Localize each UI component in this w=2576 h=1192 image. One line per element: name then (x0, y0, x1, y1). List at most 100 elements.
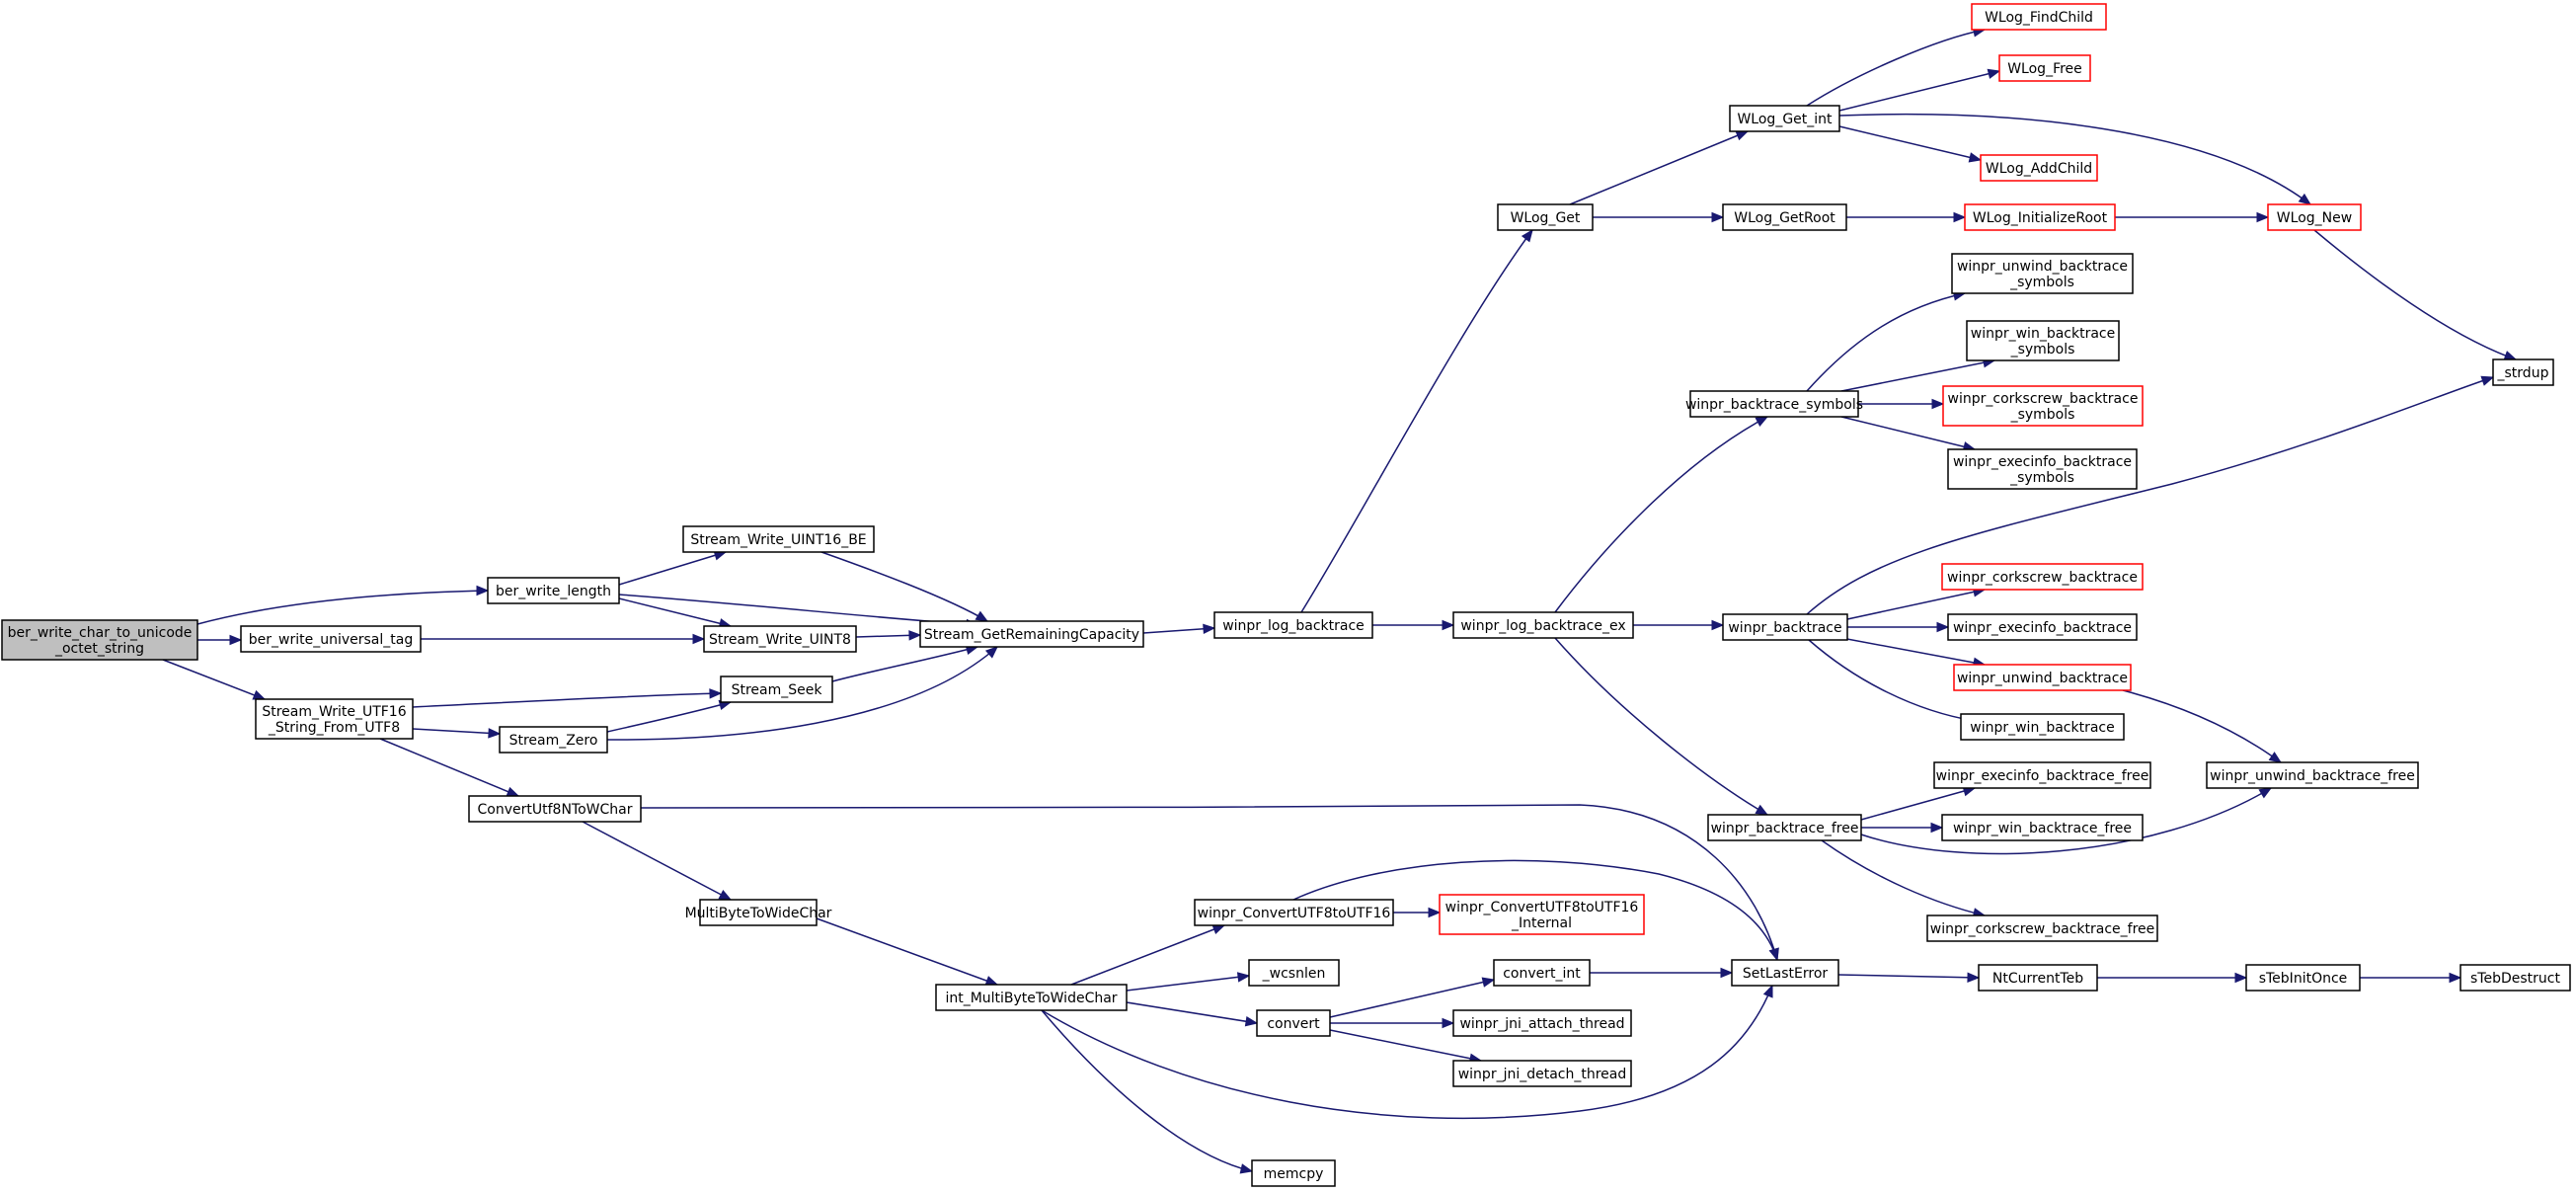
node-mb2wc[interactable]: MultiByteToWideChar (685, 899, 832, 926)
node-ntcurrentteb[interactable]: NtCurrentTeb (1978, 964, 2098, 992)
node-jni_detach[interactable]: winpr_jni_detach_thread (1452, 1060, 1632, 1087)
node-label: Stream_Seek (732, 682, 823, 698)
node-ber_write_length[interactable]: ber_write_length (487, 577, 620, 604)
node-wlb[interactable]: winpr_log_backtrace (1213, 611, 1373, 639)
node-convert[interactable]: convert (1256, 1009, 1331, 1037)
node-label: winpr_jni_detach_thread (1458, 1067, 1627, 1082)
node-label: convert (1267, 1016, 1320, 1032)
edge-ber_write_length-to-swuint8 (618, 597, 732, 627)
edge-ber_write_length-to-swuint16be (618, 551, 727, 586)
node-wcbs[interactable]: winpr_corkscrew_backtrace_symbols (1942, 385, 2144, 427)
node-wlog_get[interactable]: WLog_Get (1497, 203, 1594, 231)
node-label: _symbols (2010, 407, 2075, 423)
node-cu8[interactable]: ConvertUtf8NToWChar (468, 795, 642, 823)
node-box (1256, 1009, 1331, 1037)
node-sseek[interactable]: Stream_Seek (720, 675, 833, 703)
node-wlog_get_int[interactable]: WLog_Get_int (1729, 105, 1840, 132)
node-wcb[interactable]: winpr_corkscrew_backtrace (1941, 563, 2144, 591)
node-szero[interactable]: Stream_Zero (499, 726, 608, 754)
node-box (919, 620, 1144, 648)
node-wlog_initroot[interactable]: WLog_InitializeRoot (1964, 203, 2116, 231)
arrowhead-convert-to-convert_int (1481, 977, 1496, 988)
node-label: Stream_Zero (509, 733, 598, 749)
node-ber_write_universal_tag[interactable]: ber_write_universal_tag (240, 625, 422, 653)
node-convert_int[interactable]: convert_int (1493, 959, 1591, 987)
node-wlbex[interactable]: winpr_log_backtrace_ex (1452, 611, 1634, 639)
node-wwbs[interactable]: winpr_win_backtrace_symbols (1966, 320, 2120, 361)
node-box (1, 619, 198, 661)
node-webs[interactable]: winpr_execinfo_backtrace_symbols (1947, 448, 2138, 490)
node-wlog_free[interactable]: WLog_Free (1998, 54, 2091, 82)
arrowhead-wbt-to-strdup (2480, 375, 2495, 386)
edge-wlb-to-wlog_get (1300, 229, 1533, 613)
node-box (1926, 914, 2158, 942)
arrowhead-wlog_initroot-to-wlog_new (2256, 211, 2270, 223)
node-box (2459, 964, 2571, 992)
node-label: MultiByteToWideChar (685, 906, 832, 921)
node-swuint8[interactable]: Stream_Write_UINT8 (703, 625, 857, 653)
arrowhead-wlog_get_int-to-wlog_addchild (1968, 152, 1983, 163)
node-wcsnlen[interactable]: _wcsnlen (1248, 959, 1340, 987)
node-box (1966, 320, 2120, 361)
node-swu16[interactable]: Stream_Write_UTF16_String_From_UTF8 (255, 698, 414, 740)
node-box (1251, 1159, 1336, 1187)
node-memcpy[interactable]: memcpy (1251, 1159, 1336, 1187)
edge-wbf-to-wubf (1860, 787, 2272, 855)
node-wbf[interactable]: winpr_backtrace_free (1707, 814, 1862, 841)
node-wwb[interactable]: winpr_win_backtrace (1960, 713, 2125, 741)
edge-wub-to-wubf (2122, 689, 2282, 763)
node-box (1947, 613, 2138, 641)
node-setlasterror[interactable]: SetLastError (1731, 959, 1839, 987)
node-wub[interactable]: winpr_unwind_backtrace (1953, 664, 2132, 691)
arrowhead-wlog_getroot-to-wlog_initroot (1953, 211, 1967, 223)
node-box (1960, 713, 2125, 741)
node-wlog_findchild[interactable]: WLog_FindChild (1971, 3, 2107, 31)
edge-szero-to-sgrc (606, 646, 998, 741)
node-imb2wc[interactable]: int_MultiByteToWideChar (935, 984, 1128, 1011)
call-edges (162, 27, 2518, 1174)
node-box (1941, 814, 2144, 841)
node-box (1452, 611, 1634, 639)
node-box (468, 795, 642, 823)
node-strdup[interactable]: _strdup (2492, 358, 2554, 386)
edge-szero-to-sseek (606, 701, 732, 733)
arrowhead-wcu8u16-to-setlasterror (1768, 947, 1779, 962)
node-wcbf[interactable]: winpr_corkscrew_backtrace_free (1926, 914, 2158, 942)
node-wubf[interactable]: winpr_unwind_backtrace_free (2206, 761, 2419, 789)
node-swuint16be[interactable]: Stream_Write_UINT16_BE (682, 525, 875, 553)
node-wcu8u16[interactable]: winpr_ConvertUTF8toUTF16 (1194, 899, 1394, 926)
arrowhead-convert_int-to-setlasterror (1720, 967, 1734, 979)
node-label: winpr_execinfo_backtrace (1953, 454, 2132, 470)
node-label: winpr_execinfo_backtrace (1953, 620, 2132, 636)
node-label: WLog_Free (2007, 61, 2082, 77)
node-label: Stream_GetRemainingCapacity (924, 627, 1139, 643)
node-wbt[interactable]: winpr_backtrace (1722, 613, 1848, 641)
node-label: WLog_New (2277, 210, 2352, 226)
node-wlog_addchild[interactable]: WLog_AddChild (1980, 154, 2098, 182)
node-webf[interactable]: winpr_execinfo_backtrace_free (1933, 761, 2151, 789)
edge-wlog_get_int-to-wlog_findchild (1806, 29, 1986, 107)
node-wcu8u16i[interactable]: winpr_ConvertUTF8toUTF16_Internal (1439, 894, 1645, 935)
node-label: int_MultiByteToWideChar (945, 991, 1117, 1006)
node-wubs[interactable]: winpr_unwind_backtrace_symbols (1951, 253, 2134, 294)
node-box (1439, 894, 1645, 935)
node-sgrc[interactable]: Stream_GetRemainingCapacity (919, 620, 1144, 648)
node-web[interactable]: winpr_execinfo_backtrace (1947, 613, 2138, 641)
node-label: Stream_Write_UINT16_BE (690, 532, 866, 548)
arrowhead-wbs-to-wcbs (1931, 398, 1945, 410)
node-wwbf[interactable]: winpr_win_backtrace_free (1941, 814, 2144, 841)
node-wbs[interactable]: winpr_backtrace_symbols (1685, 390, 1863, 418)
node-wlog_getroot[interactable]: WLog_GetRoot (1722, 203, 1847, 231)
node-stebinitonce[interactable]: sTebInitOnce (2245, 964, 2361, 992)
node-box (1194, 899, 1394, 926)
node-root[interactable]: ber_write_char_to_unicode_octet_string (1, 619, 198, 661)
edge-wbt-to-wwb (1808, 639, 1976, 722)
node-jni_attach[interactable]: winpr_jni_attach_thread (1452, 1009, 1632, 1037)
node-box (1707, 814, 1862, 841)
node-label: winpr_ConvertUTF8toUTF16 (1198, 906, 1391, 921)
node-box (240, 625, 422, 653)
node-stebdestruct[interactable]: sTebDestruct (2459, 964, 2571, 992)
node-box (1248, 959, 1340, 987)
node-wlog_new[interactable]: WLog_New (2267, 203, 2362, 231)
node-label: WLog_Get_int (1737, 112, 1833, 127)
